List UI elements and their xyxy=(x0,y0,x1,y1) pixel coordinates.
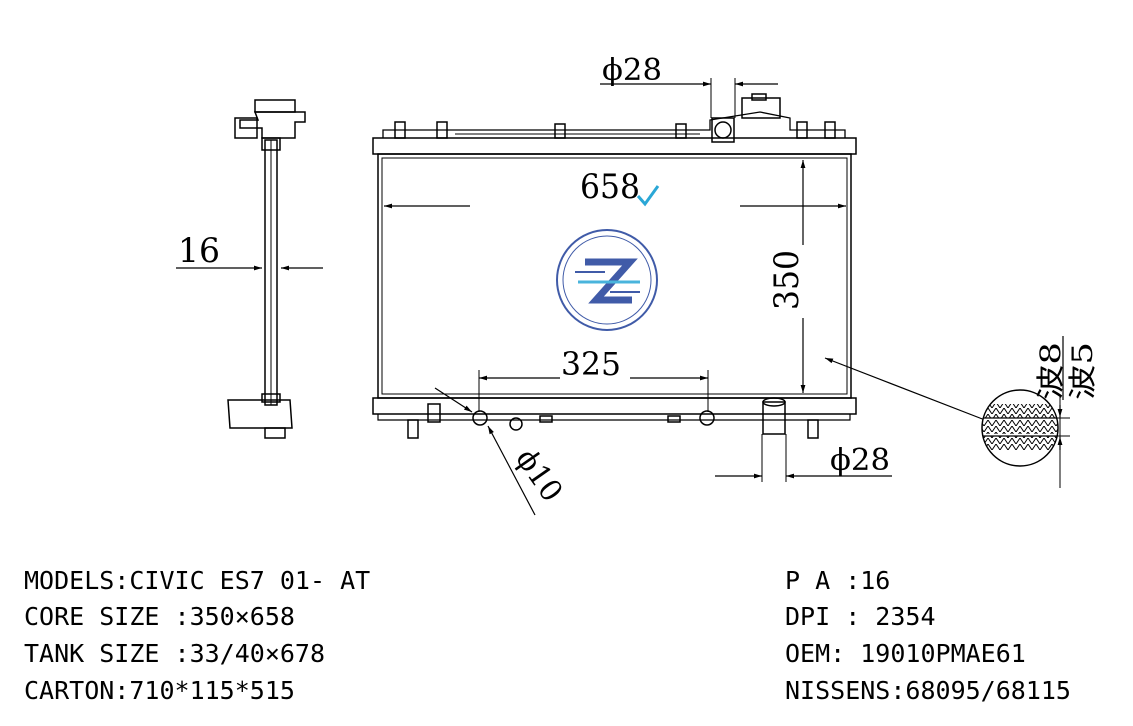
height-label: 350 xyxy=(767,250,807,310)
thickness-label: 16 xyxy=(178,231,220,271)
spec-tank-size: TANK SIZE :33/40×678 xyxy=(24,639,326,668)
fitting-diameter-dimension: ϕ10 xyxy=(434,387,569,516)
spec-carton: CARTON:710*115*515 xyxy=(24,676,295,705)
inlet-diameter-label: ϕ28 xyxy=(602,53,662,88)
spec-oem: OEM: 19010PMAE61 xyxy=(785,639,1026,668)
check-mark-icon xyxy=(636,185,660,207)
fitting-spacing-dimension: 325 xyxy=(478,345,709,412)
height-dimension: 350 xyxy=(767,160,807,393)
fin-detail: 波8 波5 xyxy=(824,336,1099,488)
radiator-side-view xyxy=(227,99,306,439)
inlet-diameter-dimension: ϕ28 xyxy=(600,53,778,118)
width-dimension: 658 xyxy=(384,167,846,209)
fitting-spacing-label: 325 xyxy=(561,345,621,383)
spec-dpi: DPI : 2354 xyxy=(785,602,936,631)
fin-wave-top-label: 波8 xyxy=(1034,342,1067,400)
outlet-diameter-dimension: ϕ28 xyxy=(715,434,892,482)
fitting-diameter-label: ϕ10 xyxy=(508,443,569,509)
spec-pa: P A :16 xyxy=(785,566,891,595)
thickness-dimension: 16 xyxy=(176,231,323,271)
spec-core-size: CORE SIZE :350×658 xyxy=(24,602,295,631)
spec-nissens: NISSENS:68095/68115 xyxy=(785,676,1071,705)
brand-logo xyxy=(556,229,658,331)
width-label: 658 xyxy=(580,167,640,207)
radiator-front-view xyxy=(372,93,857,439)
spec-models: MODELS:CIVIC ES7 01- AT xyxy=(24,566,371,595)
outlet-diameter-label: ϕ28 xyxy=(830,443,890,478)
fin-wave-bottom-label: 波5 xyxy=(1066,342,1099,400)
